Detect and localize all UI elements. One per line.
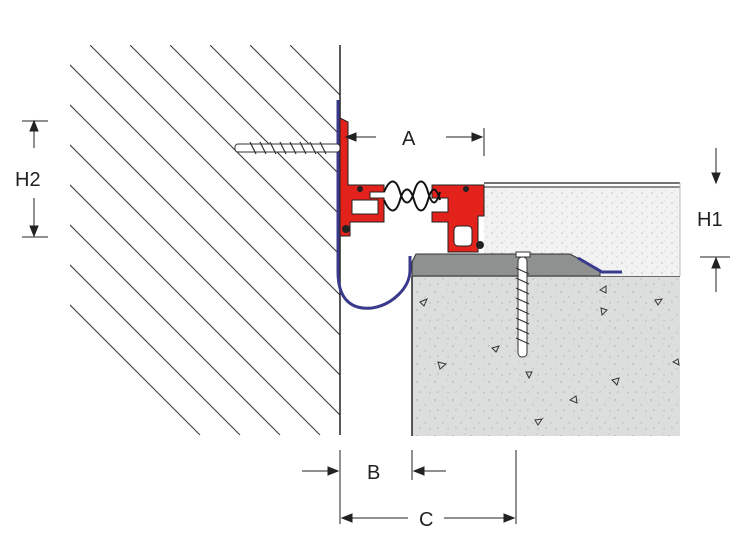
dimension-h1-label: H1 bbox=[697, 209, 723, 231]
wall-hatching bbox=[70, 45, 340, 435]
dimension-h2 bbox=[22, 119, 48, 238]
floor-anchor-screw bbox=[515, 251, 531, 358]
dimension-a-label: A bbox=[402, 128, 416, 150]
concrete-slab bbox=[411, 275, 680, 436]
base-plate bbox=[411, 253, 601, 277]
dimension-c bbox=[340, 450, 517, 524]
wall-anchor-screw bbox=[234, 141, 341, 155]
bellows-spring-insert bbox=[383, 180, 441, 212]
blue-flashing-right bbox=[577, 256, 622, 274]
blue-flashing-membrane bbox=[336, 100, 412, 310]
right-aluminium-profile bbox=[431, 184, 485, 253]
dimension-b-label: B bbox=[367, 462, 380, 484]
left-aluminium-profile bbox=[339, 117, 385, 237]
dimension-c-label: C bbox=[419, 509, 433, 531]
dimension-h2-label: H2 bbox=[15, 169, 41, 191]
dimension-b bbox=[302, 450, 446, 524]
dimension-h1 bbox=[700, 148, 730, 292]
dimension-a bbox=[344, 128, 485, 156]
